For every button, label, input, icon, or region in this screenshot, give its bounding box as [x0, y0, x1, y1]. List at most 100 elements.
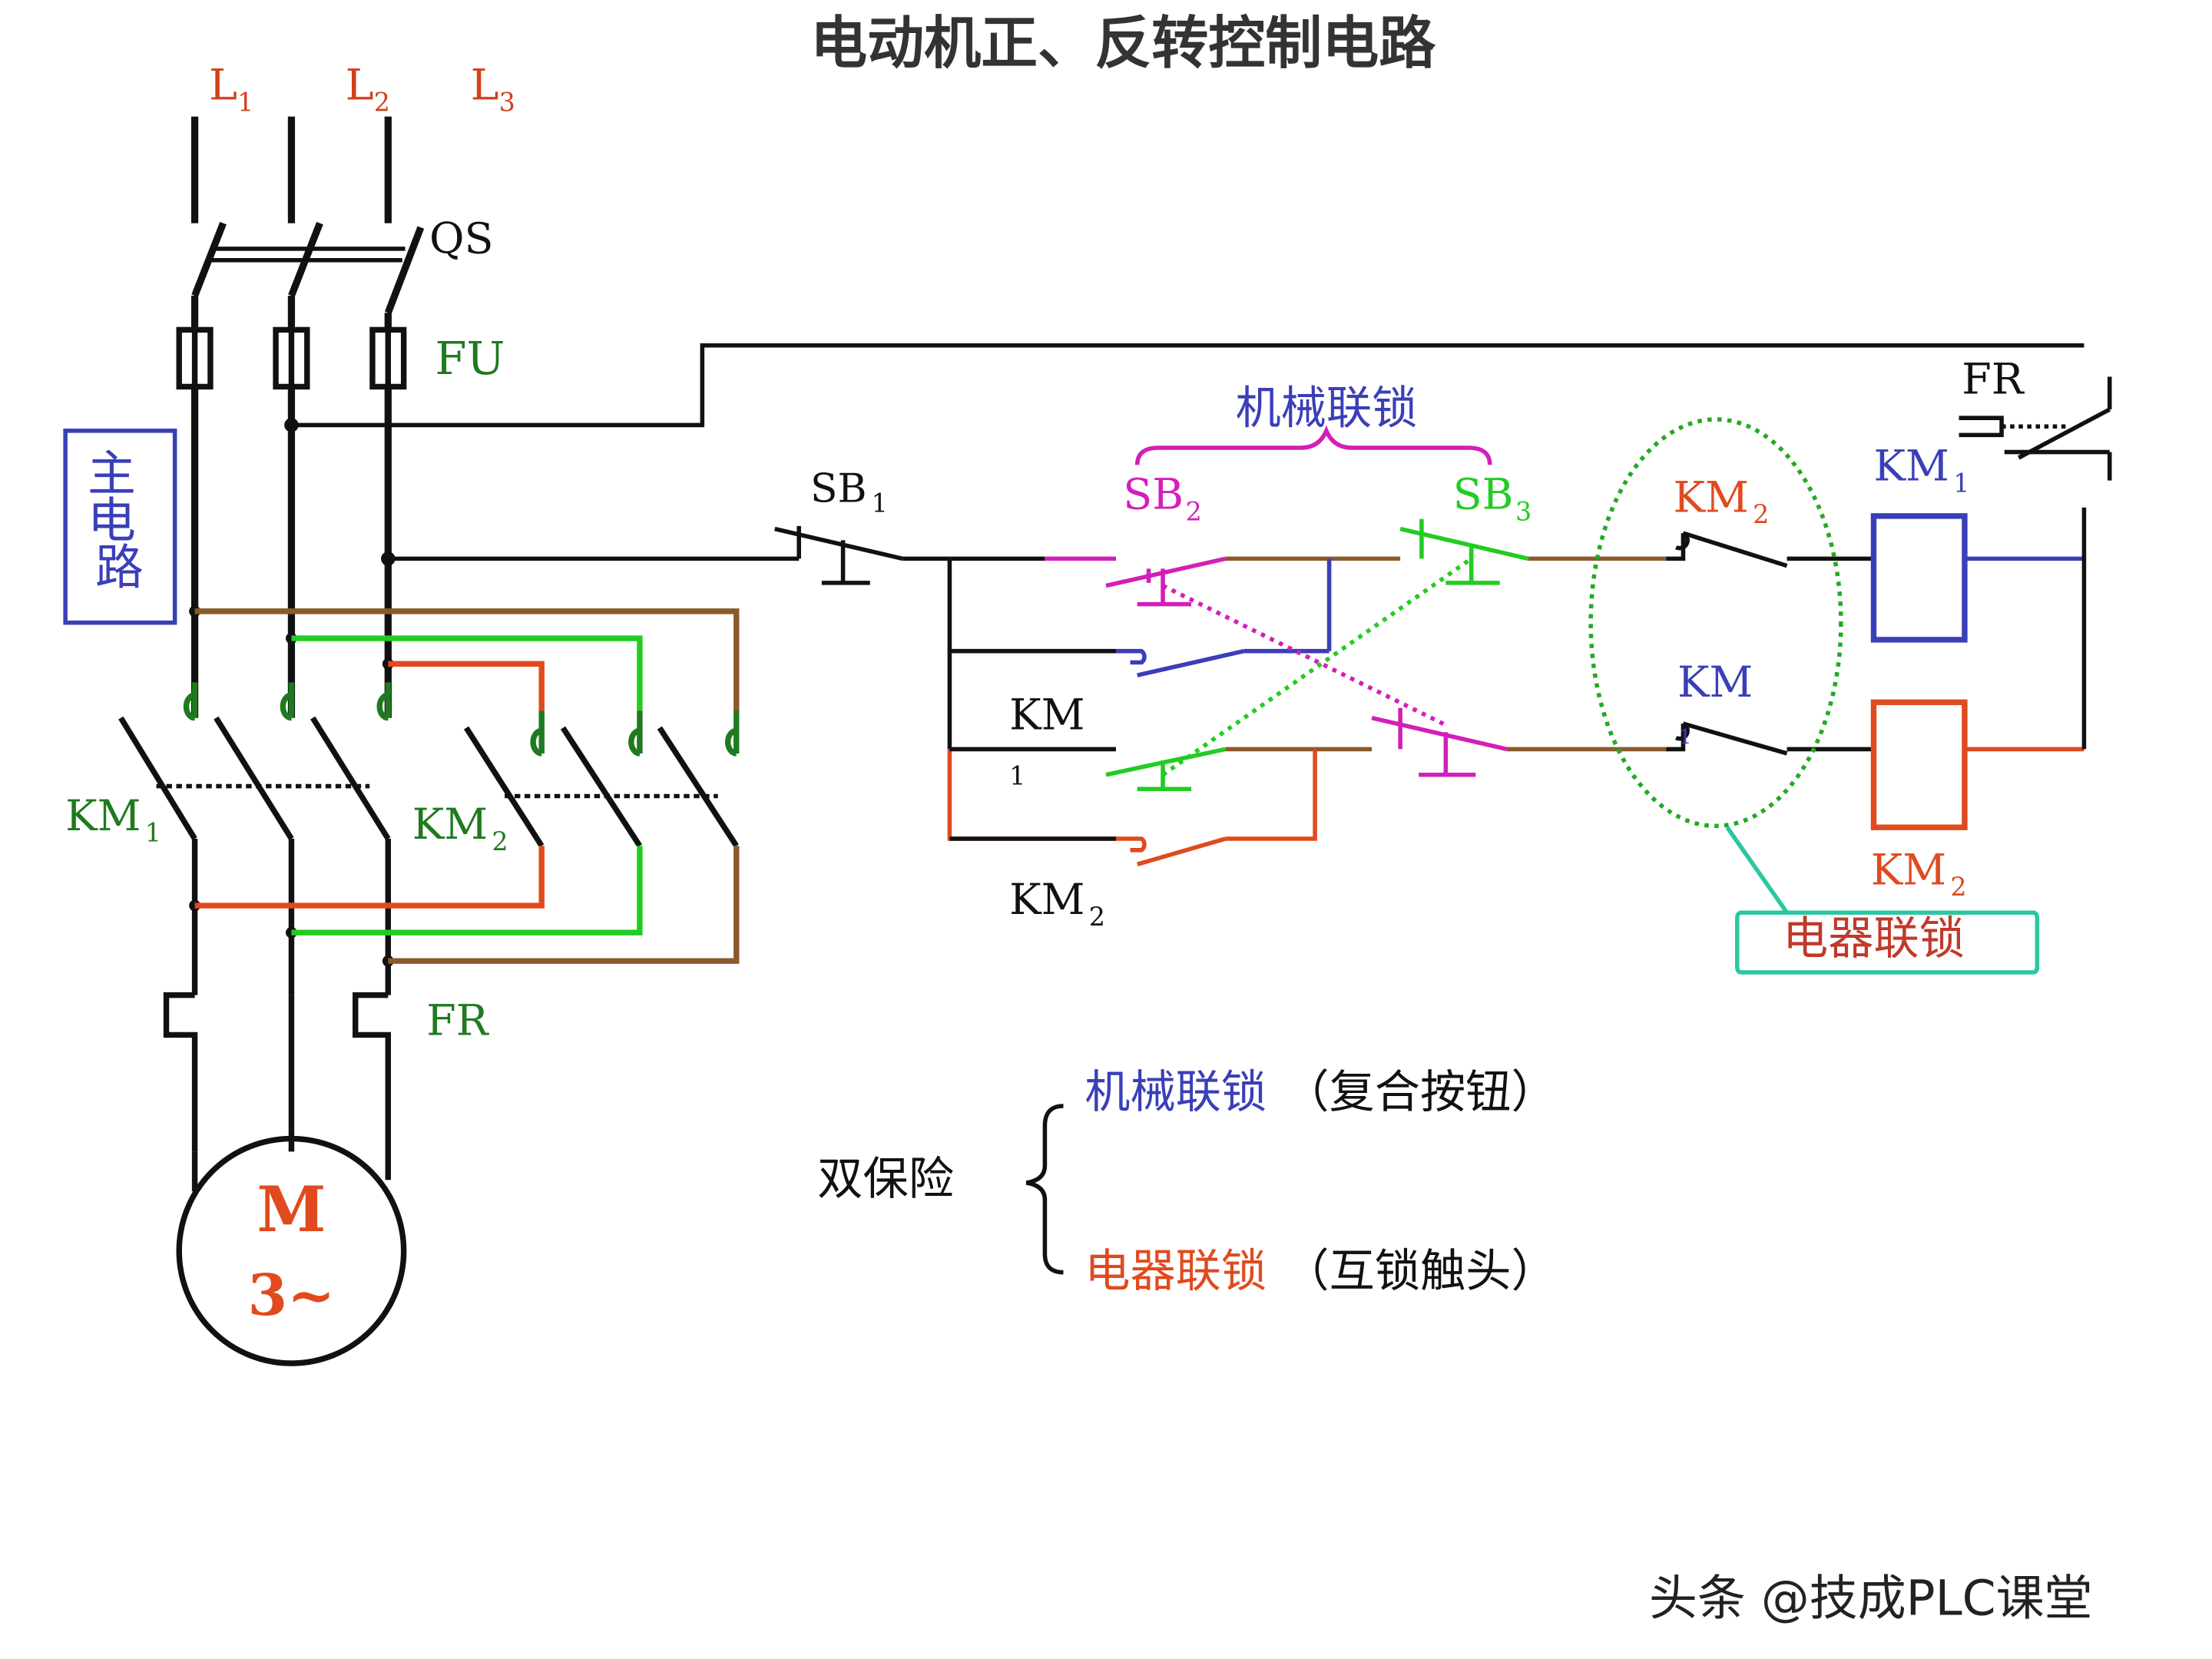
- sb3-no-part: [1371, 707, 1508, 777]
- km1-nc-label: KM: [1677, 657, 1753, 707]
- wire-brown-bottom: [388, 846, 740, 964]
- sb1-sub: 1: [872, 488, 888, 518]
- fu-label: FU: [435, 332, 505, 385]
- km1-main-base: KM: [65, 791, 141, 841]
- wire-green-bottom: [291, 846, 643, 935]
- line-label-l3: L 3: [471, 61, 515, 118]
- fr-thermal-elements: [163, 992, 391, 1192]
- km2-hold-base: KM: [1009, 875, 1084, 925]
- fr-control-contact: [1959, 376, 2112, 481]
- km2-contact-hooks: [530, 710, 740, 757]
- legend-electrical-note: （互锁触头）: [1283, 1244, 1556, 1297]
- watermark: 头条 @技成PLC课堂: [1649, 1571, 2092, 1627]
- motor-symbol: [176, 1135, 407, 1366]
- km2-nc-base: KM: [1674, 472, 1749, 522]
- sb1-label: SB 1: [810, 465, 888, 518]
- sb3-button: [1399, 518, 1529, 585]
- km-hold-sub: 1: [1009, 761, 1025, 791]
- fuses: [176, 326, 407, 390]
- sb3-base: SB: [1453, 470, 1514, 520]
- mech-interlock-brace: [1134, 425, 1492, 465]
- main-circuit-char: 路: [95, 540, 144, 596]
- row4-hook: [1115, 836, 1147, 853]
- mech-link-magenta: [1161, 584, 1447, 727]
- l3-sub: 3: [499, 87, 515, 117]
- coil-km1-base: KM: [1873, 442, 1949, 492]
- control-left-red: [947, 749, 1116, 841]
- km1-main-label: KM 1: [65, 791, 161, 848]
- fr-main-label: FR: [426, 995, 490, 1045]
- km2-main-sub: 2: [492, 826, 508, 856]
- control-circuit: SB 1: [291, 343, 2112, 975]
- sb2-base: SB: [1123, 470, 1184, 520]
- l2-sub: 2: [374, 87, 390, 117]
- legend-electrical: 电器联锁: [1084, 1244, 1267, 1297]
- elec-interlock-callout: [1725, 826, 2040, 975]
- main-circuit-label: 主 电 路: [88, 446, 151, 596]
- double-insurance-label: 双保险: [817, 1152, 954, 1205]
- coil-km2: [1870, 699, 1968, 830]
- wire-brown-top: [194, 608, 740, 711]
- km2-nc-sub: 2: [1753, 499, 1769, 529]
- km1-hold-label: KM 1: [1009, 690, 1084, 791]
- km1-main-contacts: [118, 716, 391, 995]
- sb2-sub: 2: [1186, 496, 1202, 526]
- l3-base: L: [471, 61, 499, 111]
- row2-contact: [1137, 649, 1245, 677]
- main-verticals: [190, 386, 392, 718]
- sb2-nc-part: [1105, 747, 1227, 792]
- coil-km2-label: KM 2: [1871, 845, 1967, 902]
- elec-interlock-ellipse: [1588, 417, 1843, 829]
- control-supply-top: [291, 343, 2085, 428]
- km1-nc-sub: 1: [1679, 726, 1691, 749]
- km-hold-base: KM: [1009, 690, 1084, 740]
- l2-base: L: [346, 61, 374, 111]
- km1-main-sub: 1: [145, 818, 161, 848]
- sb3-label: SB 3: [1453, 470, 1532, 527]
- legend: 双保险 机械联锁 （复合按钮） 电器联锁 （互锁触头）: [817, 1065, 1556, 1297]
- coil-km2-base: KM: [1871, 845, 1946, 895]
- legend-brace: [1025, 1104, 1064, 1275]
- motor-label-m: M: [257, 1174, 326, 1247]
- line-label-l1: L 1: [209, 61, 253, 118]
- coil-km1-label: KM 1: [1873, 442, 1969, 498]
- km2-hold-sub: 2: [1089, 902, 1105, 932]
- wire-green-top: [291, 635, 643, 711]
- km2-nc-contact: [1666, 531, 1874, 568]
- km2-main-label: KM 2: [412, 800, 508, 856]
- km2-main-contacts: [463, 726, 739, 848]
- mech-link-green: [1161, 557, 1473, 777]
- diagram-title: 电动机正、反转控制电路: [810, 9, 1436, 76]
- km1-nc-contact: [1666, 721, 1874, 756]
- coil-km1-sub: 1: [1953, 468, 1969, 498]
- row2-hook: [1115, 648, 1147, 665]
- row4-contact: [1136, 836, 1227, 867]
- main-circuit: L 1 L 2 L 3 QS: [63, 61, 740, 1366]
- main-circuit-char: 电: [88, 493, 136, 549]
- wire-red-top: [388, 661, 545, 711]
- motor-label-3phase: 3~: [248, 1262, 336, 1329]
- sb1-stop-button: [774, 525, 950, 585]
- l1-base: L: [209, 61, 237, 111]
- legend-mechanical: 机械联锁: [1084, 1065, 1267, 1118]
- coil-km1: [1870, 513, 1968, 643]
- legend-mechanical-note: （复合按钮）: [1283, 1065, 1556, 1118]
- fr-control-label: FR: [1962, 355, 2025, 405]
- main-circuit-box: [63, 429, 177, 625]
- sb2-button: [1105, 556, 1227, 607]
- km2-main-base: KM: [412, 800, 488, 849]
- km1-contact-hooks: [183, 682, 391, 721]
- row4-wire: [1225, 749, 1317, 841]
- sb1-base: SB: [810, 465, 867, 512]
- sb3-sub: 3: [1515, 496, 1532, 526]
- coil-km2-sub: 2: [1950, 872, 1966, 902]
- main-circuit-char: 主: [88, 446, 136, 502]
- incoming-lines: [190, 116, 425, 330]
- elec-interlock-label: 电器联锁: [1783, 912, 1965, 965]
- l1-sub: 1: [237, 87, 253, 117]
- km2-hold-label: KM 2: [1009, 875, 1105, 932]
- line-label-l2: L 2: [346, 61, 390, 118]
- km2-nc-label: KM 2: [1674, 472, 1770, 529]
- wire-red-bottom: [194, 846, 545, 909]
